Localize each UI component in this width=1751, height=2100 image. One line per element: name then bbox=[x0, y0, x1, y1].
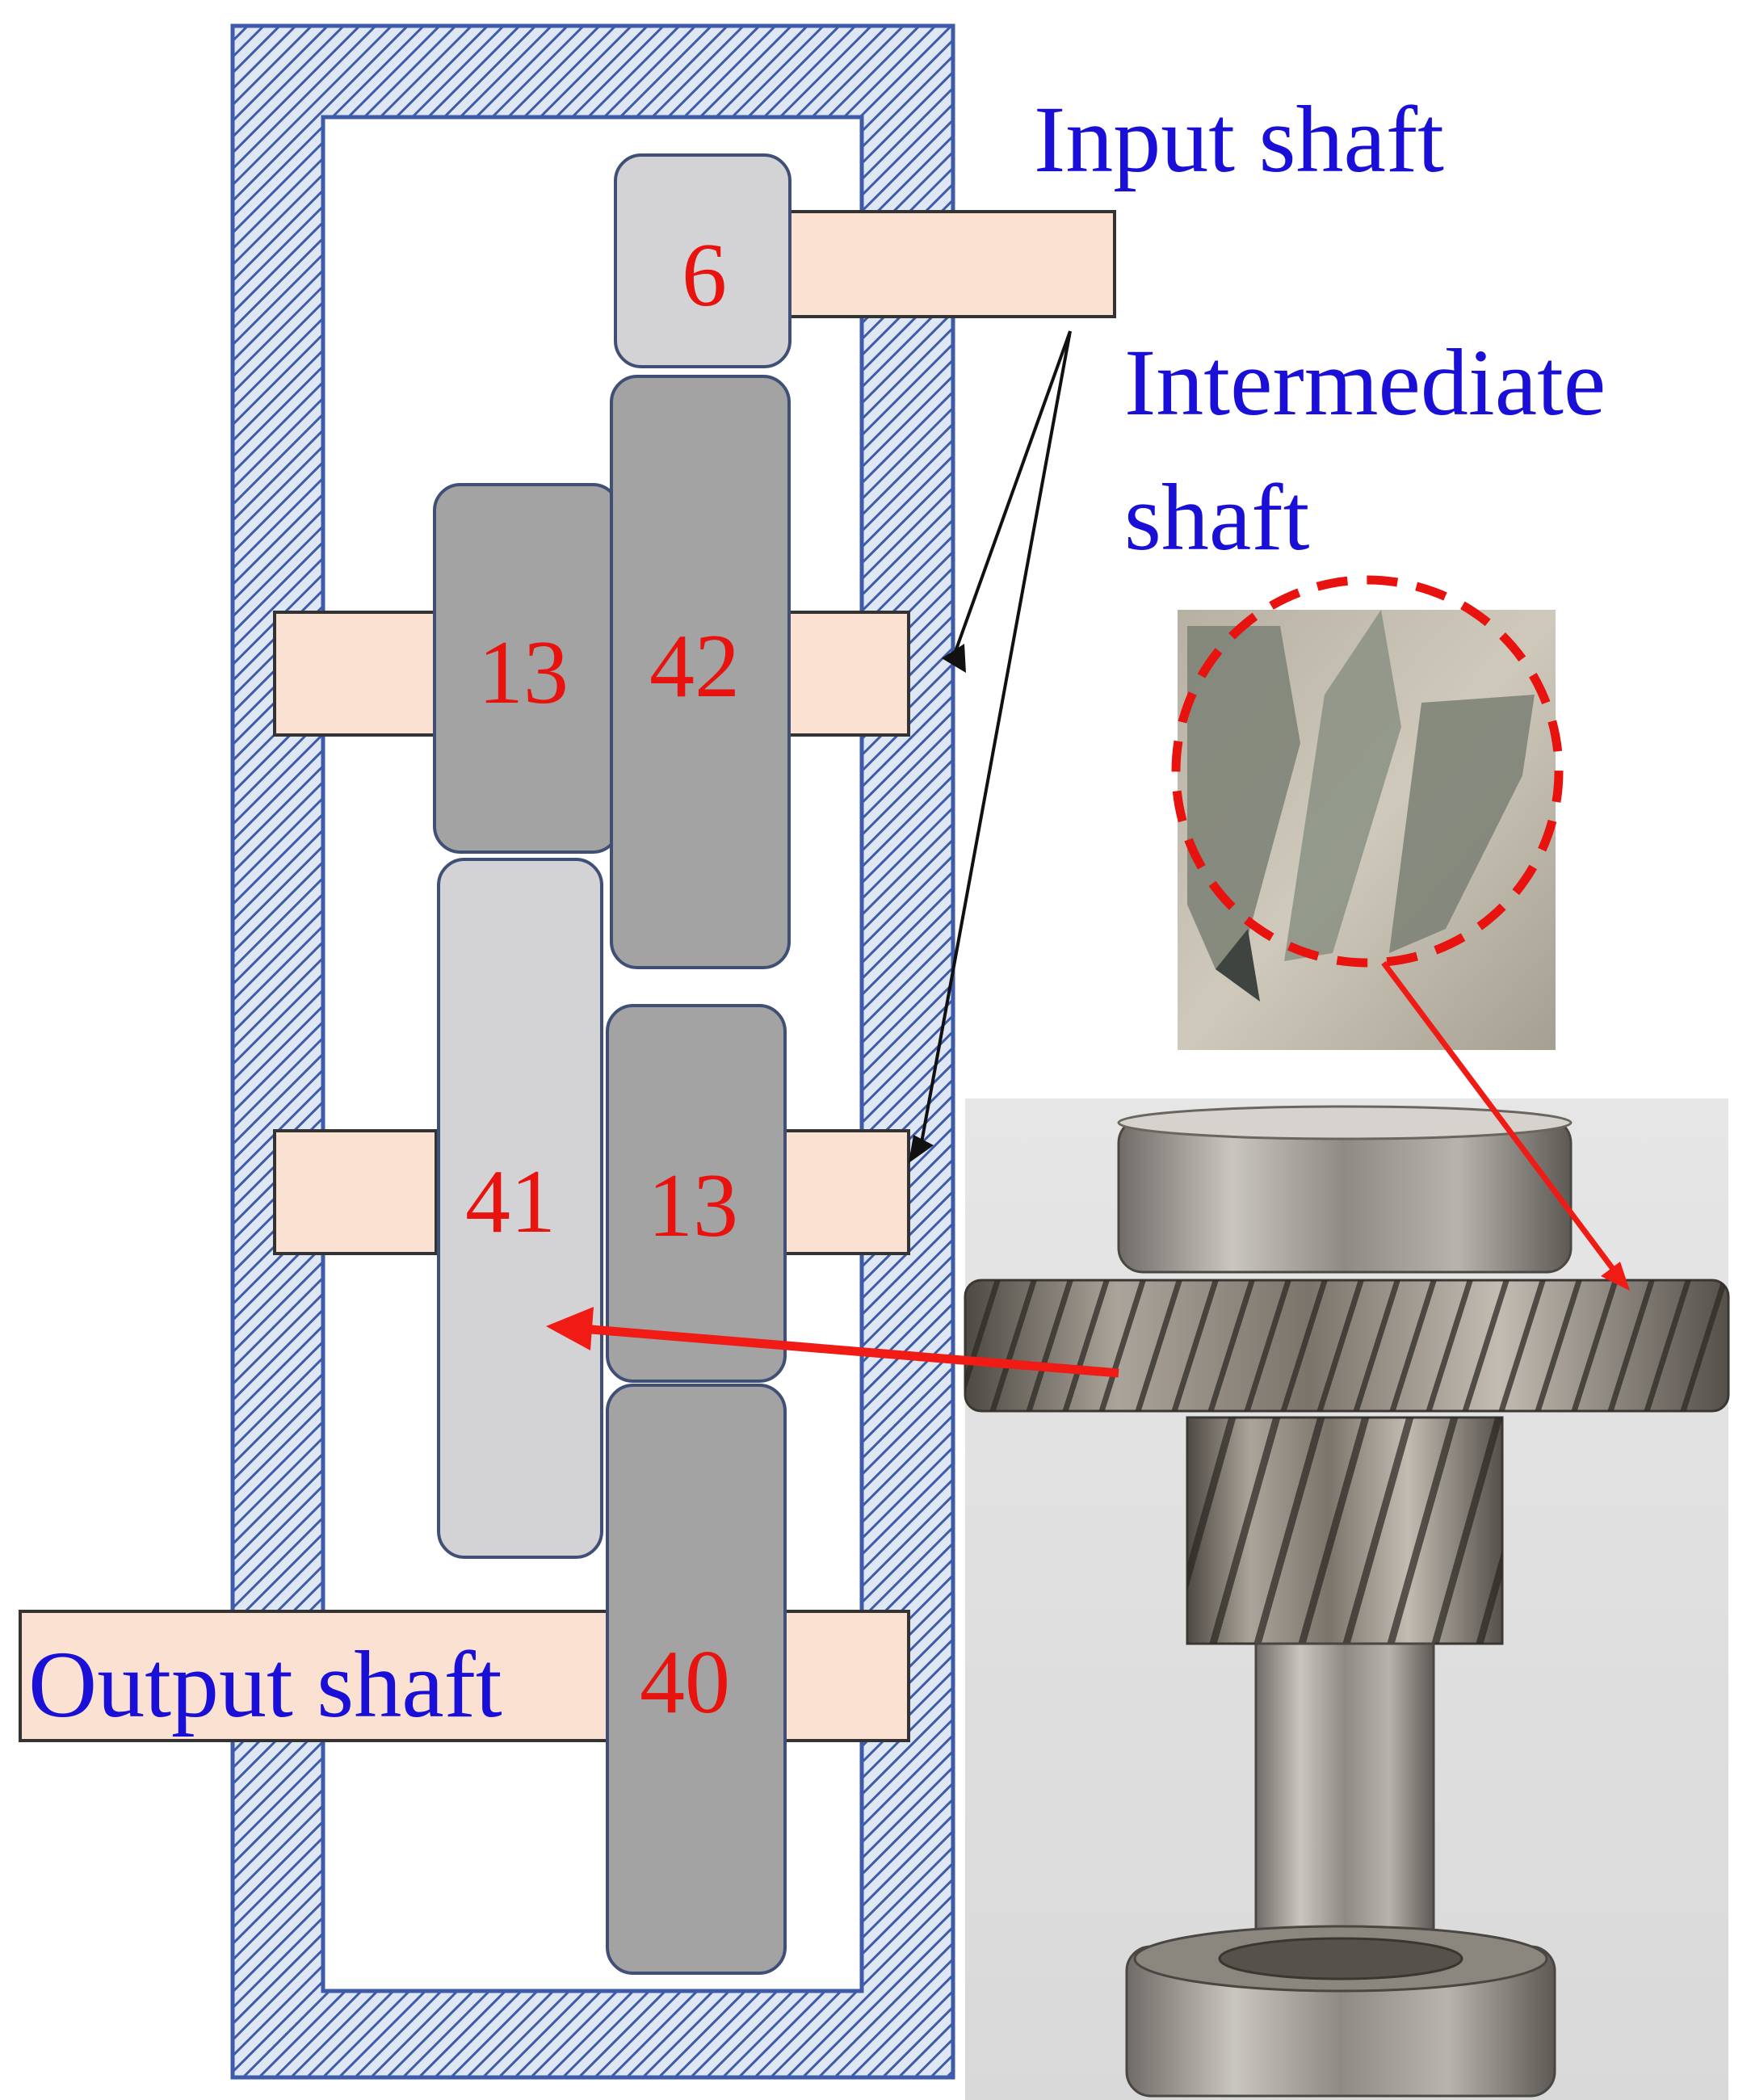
damage-highlight-circle bbox=[1171, 575, 1564, 968]
label-intermediate-shaft-line2: shaft bbox=[1124, 464, 1310, 570]
output-shaft-right bbox=[782, 1610, 910, 1742]
output-shaft-bar bbox=[19, 1610, 611, 1742]
shafts bbox=[19, 210, 1116, 1742]
tooth-count-intermediate-lower-small: 13 bbox=[648, 1156, 738, 1256]
intermediate-shaft-upper-left bbox=[273, 611, 438, 737]
input-shaft-bar bbox=[786, 210, 1116, 318]
tooth-count-output-gear: 40 bbox=[640, 1632, 730, 1732]
label-output-shaft: Output shaft bbox=[28, 1632, 502, 1737]
intermediate-shaft-upper-right bbox=[782, 611, 910, 737]
gear-intermediate-upper-large bbox=[610, 375, 791, 969]
red-arrows bbox=[546, 960, 1630, 1378]
tooth-damage-inset bbox=[1171, 575, 1564, 1050]
intermediate-shaft-photo bbox=[964, 1098, 1730, 2100]
intermediate-shaft-lower-left bbox=[273, 1129, 438, 1255]
label-intermediate-shaft-line1: Intermediate bbox=[1124, 330, 1606, 435]
tooth-count-intermediate-lower-large: 41 bbox=[465, 1152, 556, 1252]
intermediate-shaft-lower-right bbox=[782, 1129, 910, 1255]
intermediate-shaft-pointers bbox=[909, 330, 1072, 1163]
tooth-count-input-gear: 6 bbox=[682, 225, 727, 326]
gear-intermediate-lower-small bbox=[606, 1004, 787, 1383]
gear-intermediate-lower-large bbox=[437, 858, 603, 1559]
gears bbox=[433, 153, 792, 1975]
tooth-count-intermediate-upper-large: 42 bbox=[649, 616, 740, 716]
label-input-shaft: Input shaft bbox=[1034, 86, 1444, 192]
tooth-count-intermediate-upper-small: 13 bbox=[478, 623, 569, 723]
gear-output bbox=[606, 1384, 787, 1975]
gear-input bbox=[614, 153, 792, 368]
